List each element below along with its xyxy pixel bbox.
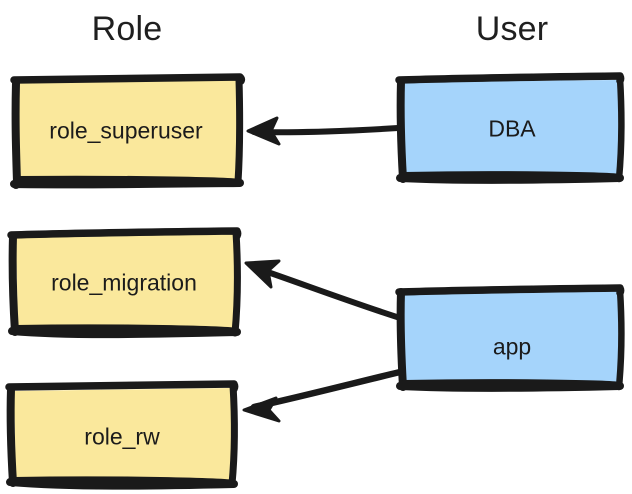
edge-app-to-role-rw-arrowhead [242,396,281,423]
node-dba[interactable] [395,72,625,184]
node-role-rw[interactable] [5,380,239,490]
node-role-rw-outline-right [228,381,238,488]
node-role-superuser-outline-right [234,75,244,186]
edge-dba-to-role-superuser-line [251,125,401,136]
node-app[interactable] [395,284,625,392]
edge-app-to-role-migration[interactable] [244,259,403,321]
node-role-superuser-outline-top [10,73,246,85]
edge-app-to-role-migration-arrowhead [244,259,281,289]
node-role-migration-fill [16,234,236,333]
node-app-outline-right [615,286,625,391]
node-role-migration-outline-bottom [8,324,241,339]
node-role-superuser-outline-bottom [10,175,244,189]
node-dba-outline-top [395,72,625,85]
node-role-migration[interactable] [7,227,242,339]
edge-app-to-role-rw[interactable] [242,368,404,423]
node-dba-fill [404,80,619,179]
node-app-outline-bottom [396,379,624,392]
edge-app-to-role-migration-line [253,265,403,321]
node-role-rw-outline-bottom-accent [58,482,172,487]
node-role-migration-outline-right [231,228,241,337]
edge-app-to-role-rw-line [250,368,404,411]
node-dba-outline-right [615,74,625,183]
column-header-role: Role [91,10,163,48]
node-role-rw-fill [14,388,233,483]
node-role-superuser-outline [11,79,21,189]
node-role-migration-outline-left [8,232,19,336]
node-dba-outline-left [396,77,407,183]
node-role-superuser-fill [17,79,239,183]
node-role-rw-outline-left [6,385,17,487]
node-role-superuser[interactable] [10,73,246,189]
node-app-outline-left [396,288,407,391]
edge-dba-to-role-superuser[interactable] [246,116,401,146]
edge-dba-to-role-superuser-arrowhead [246,116,281,146]
node-role-rw-outline-top [5,380,239,393]
column-header-user: User [475,10,549,48]
node-dba-outline-bottom [396,171,624,184]
node-app-fill [404,291,619,387]
